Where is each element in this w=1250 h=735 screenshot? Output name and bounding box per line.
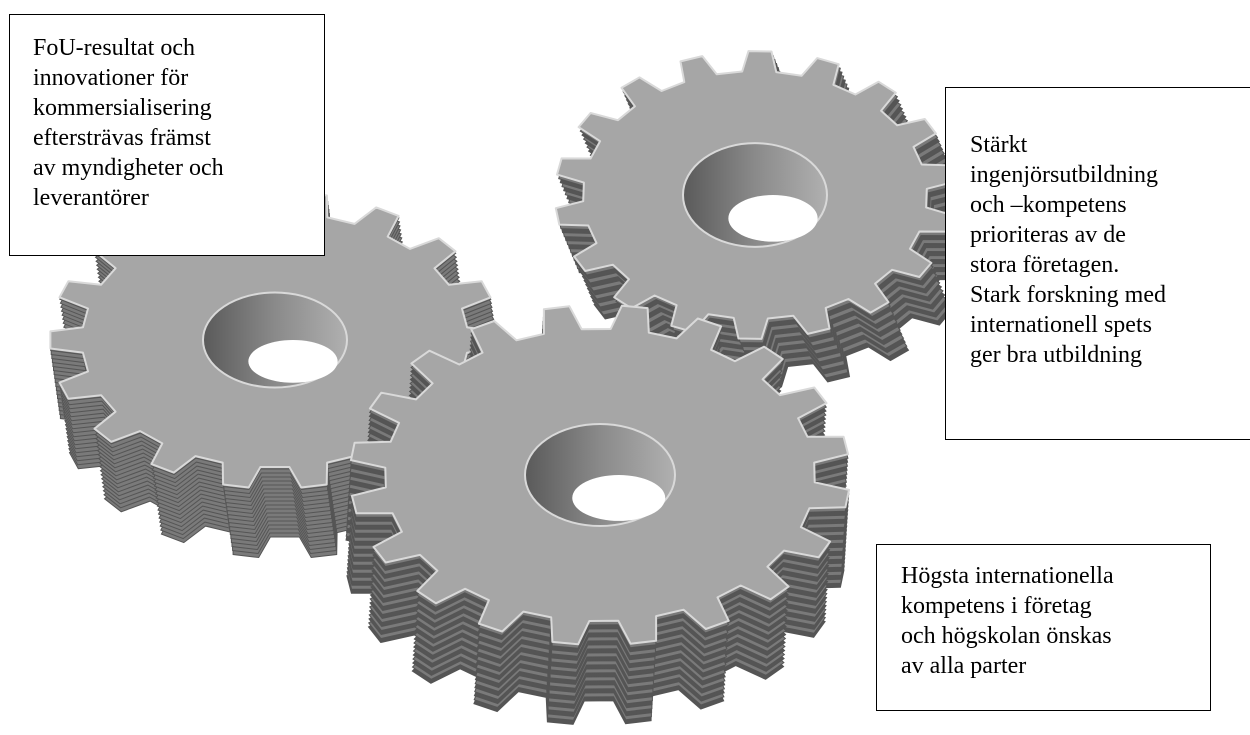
box-line: av alla parter xyxy=(901,651,1210,681)
box-line: stora företagen. xyxy=(970,250,1250,280)
box-line: Stark forskning med xyxy=(970,280,1250,310)
gear-hole-opening xyxy=(572,475,665,521)
box-line: Högsta internationella xyxy=(901,561,1210,591)
gear-hole-opening xyxy=(248,340,337,383)
text-box-starkt: Stärkt ingenjörsutbildning och –kompeten… xyxy=(945,87,1250,440)
box-line: internationell spets xyxy=(970,310,1250,340)
gear-center xyxy=(346,306,849,725)
box-line: kommersialisering xyxy=(33,93,324,123)
box-line: eftersträvas främst xyxy=(33,123,324,153)
gear-hole-opening xyxy=(728,195,817,242)
box-line: FoU-resultat och xyxy=(33,33,324,63)
box-line: ger bra utbildning xyxy=(970,340,1250,370)
text-box-hogsta: Högsta internationella kompetens i föret… xyxy=(876,544,1211,711)
box-line: och högskolan önskas xyxy=(901,621,1210,651)
text-box-fou: FoU-resultat och innovationer för kommer… xyxy=(9,14,325,256)
box-line: leverantörer xyxy=(33,183,324,213)
box-line: och –kompetens xyxy=(970,190,1250,220)
box-line: av myndigheter och xyxy=(33,153,324,183)
box-line: innovationer för xyxy=(33,63,324,93)
box-line: kompetens i företag xyxy=(901,591,1210,621)
box-line: ingenjörsutbildning xyxy=(970,160,1250,190)
box-line: prioriteras av de xyxy=(970,220,1250,250)
box-line: Stärkt xyxy=(970,130,1250,160)
